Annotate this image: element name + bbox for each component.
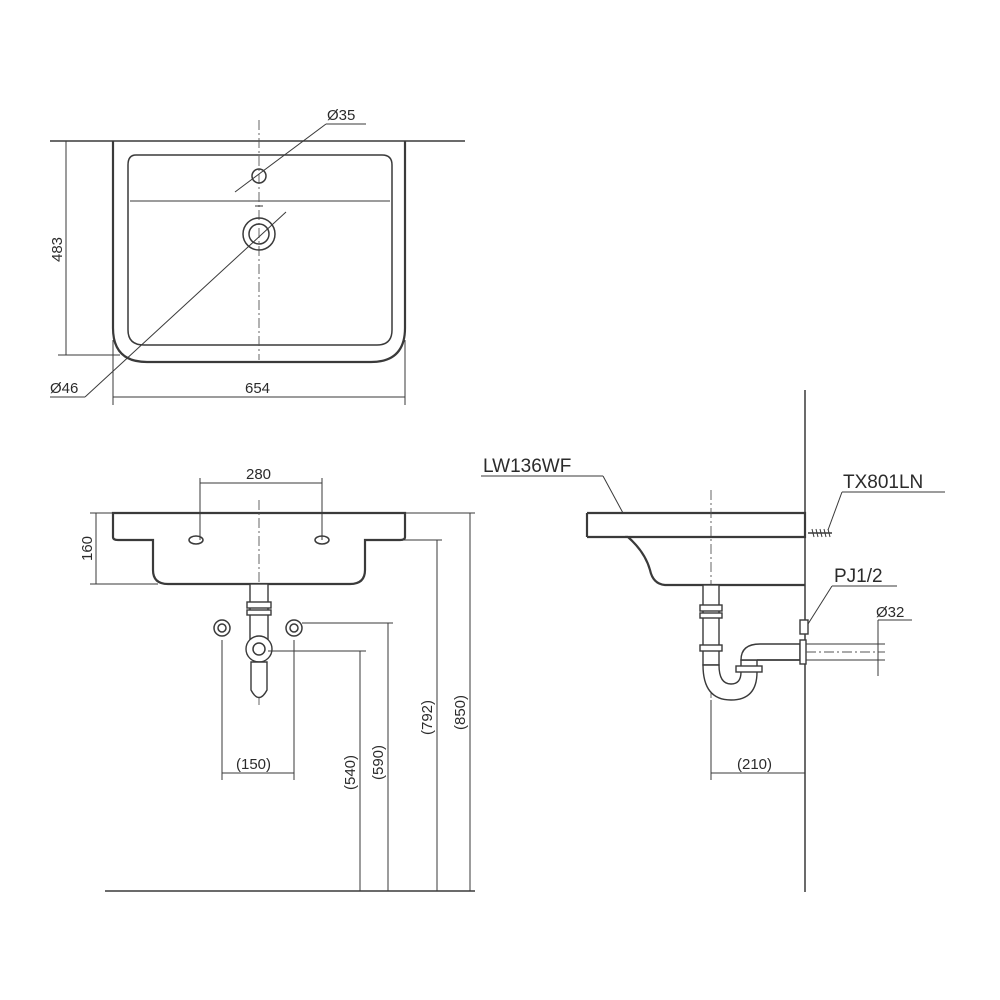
top-view: Ø35 Ø46 483 654	[49, 107, 465, 405]
side-nut-2	[699, 612, 723, 619]
dim-depth: 483	[49, 237, 66, 262]
supply-right-outer	[285, 619, 303, 637]
side-nut-3	[699, 644, 723, 652]
side-nut	[699, 604, 723, 612]
trap-outlet-bend	[740, 643, 801, 661]
dim-wall-offset: (210)	[737, 756, 772, 773]
bracket-hole-left	[188, 535, 204, 545]
waste-nut	[246, 601, 272, 609]
dim-faucet-hole: Ø35	[327, 107, 355, 124]
basin-side	[587, 511, 807, 587]
trap-bend-inner	[252, 642, 266, 656]
dim-basin-height: 160	[79, 536, 96, 561]
dim-trap-height: (590)	[370, 745, 387, 780]
wall-valve	[799, 619, 809, 635]
dim-bracket-spacing: 280	[246, 466, 271, 483]
leader-trap	[807, 585, 833, 625]
dim-width: 654	[245, 380, 270, 397]
front-view: 280 (150) 160	[79, 466, 475, 892]
side-view: Ø32 (210) LW136WF TX801LN PJ1/2	[481, 390, 945, 892]
bracket-hole-right	[314, 535, 330, 545]
supply-right-inner	[289, 623, 299, 633]
bowl-outline	[127, 154, 393, 346]
supply-left-outer	[213, 619, 231, 637]
trap-tail	[250, 661, 268, 699]
label-trap: PJ1/2	[834, 566, 883, 587]
trap-bend	[245, 635, 273, 663]
supply-left-inner	[217, 623, 227, 633]
fixing-screw-thread	[811, 528, 831, 538]
leader-faucet-hole	[234, 123, 327, 193]
dim-bracket-height: (792)	[419, 700, 436, 735]
dim-supply-height: (540)	[342, 755, 359, 790]
dim-supply-spacing: (150)	[236, 756, 271, 773]
trap-nut	[735, 665, 763, 673]
drain-inner	[248, 223, 270, 245]
waste-nut-2	[246, 609, 272, 616]
drain-outer	[242, 217, 276, 251]
leader-drain-hole	[84, 211, 287, 398]
leader-fixing	[827, 491, 843, 531]
basin-outline	[111, 141, 407, 364]
wall-flange	[799, 639, 807, 665]
leader-basin	[602, 475, 624, 514]
label-basin: LW136WF	[483, 456, 571, 477]
faucet-hole	[251, 168, 267, 184]
dim-outlet: Ø32	[876, 604, 904, 621]
label-fixing: TX801LN	[843, 472, 923, 493]
dim-drain-hole: Ø46	[50, 380, 78, 397]
dim-rim-height: (850)	[452, 695, 469, 730]
side-waste-pipe	[702, 584, 720, 666]
